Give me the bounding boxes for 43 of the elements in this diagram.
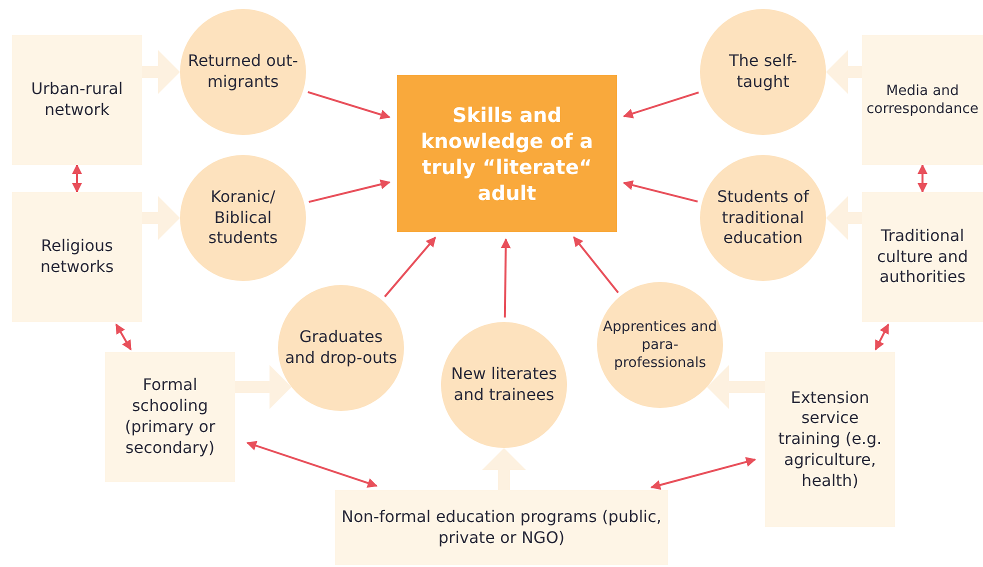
arrow [918,164,928,193]
block-arrow [142,50,180,94]
source-box [862,192,983,322]
arrow [874,324,890,350]
node-label: Non-formal education programs (public, private or NGO) [340,506,662,548]
source-box [335,490,668,565]
block-arrow [482,448,526,490]
arrow [308,179,391,203]
node-label: Urban-rural network [30,79,124,121]
arrow [573,236,619,294]
arrow [246,440,378,488]
node-label: Apprentices and para-professionals [602,318,718,372]
node-label: Returned out-migrants [186,51,300,93]
node-label: Skills and knowledge of a truly “literate“ adult [420,102,594,206]
node-label: Media and correspondance [866,82,979,118]
arrow [622,180,698,202]
arrow [115,324,132,350]
node-label: Extension service training (e.g. agriculture, health) [777,388,883,492]
block-arrow [826,196,862,240]
block-arrow [235,365,292,409]
arrow [622,92,699,118]
arrow [500,238,511,318]
arrow [650,457,756,490]
node-label: Koranic/ Biblical students [207,186,279,250]
arrow [72,164,82,193]
node-label: Religious networks [39,236,115,278]
source-box [105,352,235,482]
block-arrow [826,50,862,94]
outcome-box [397,75,617,232]
source-box [12,192,142,322]
block-arrow [706,365,765,409]
node-label: Formal schooling (primary or secondary) [124,375,216,459]
arrow [384,236,436,298]
source-box [12,35,142,165]
arrow [308,91,390,120]
node-label: New literates and trainees [450,364,558,406]
node-label: The self-taught [728,51,798,93]
node-label: Traditional culture and authorities [876,226,970,288]
block-arrow [142,196,180,240]
node-label: Graduates and drop-outs [284,327,398,369]
source-box [765,352,895,527]
node-label: Students of traditional education [716,186,810,250]
source-box [862,35,983,165]
